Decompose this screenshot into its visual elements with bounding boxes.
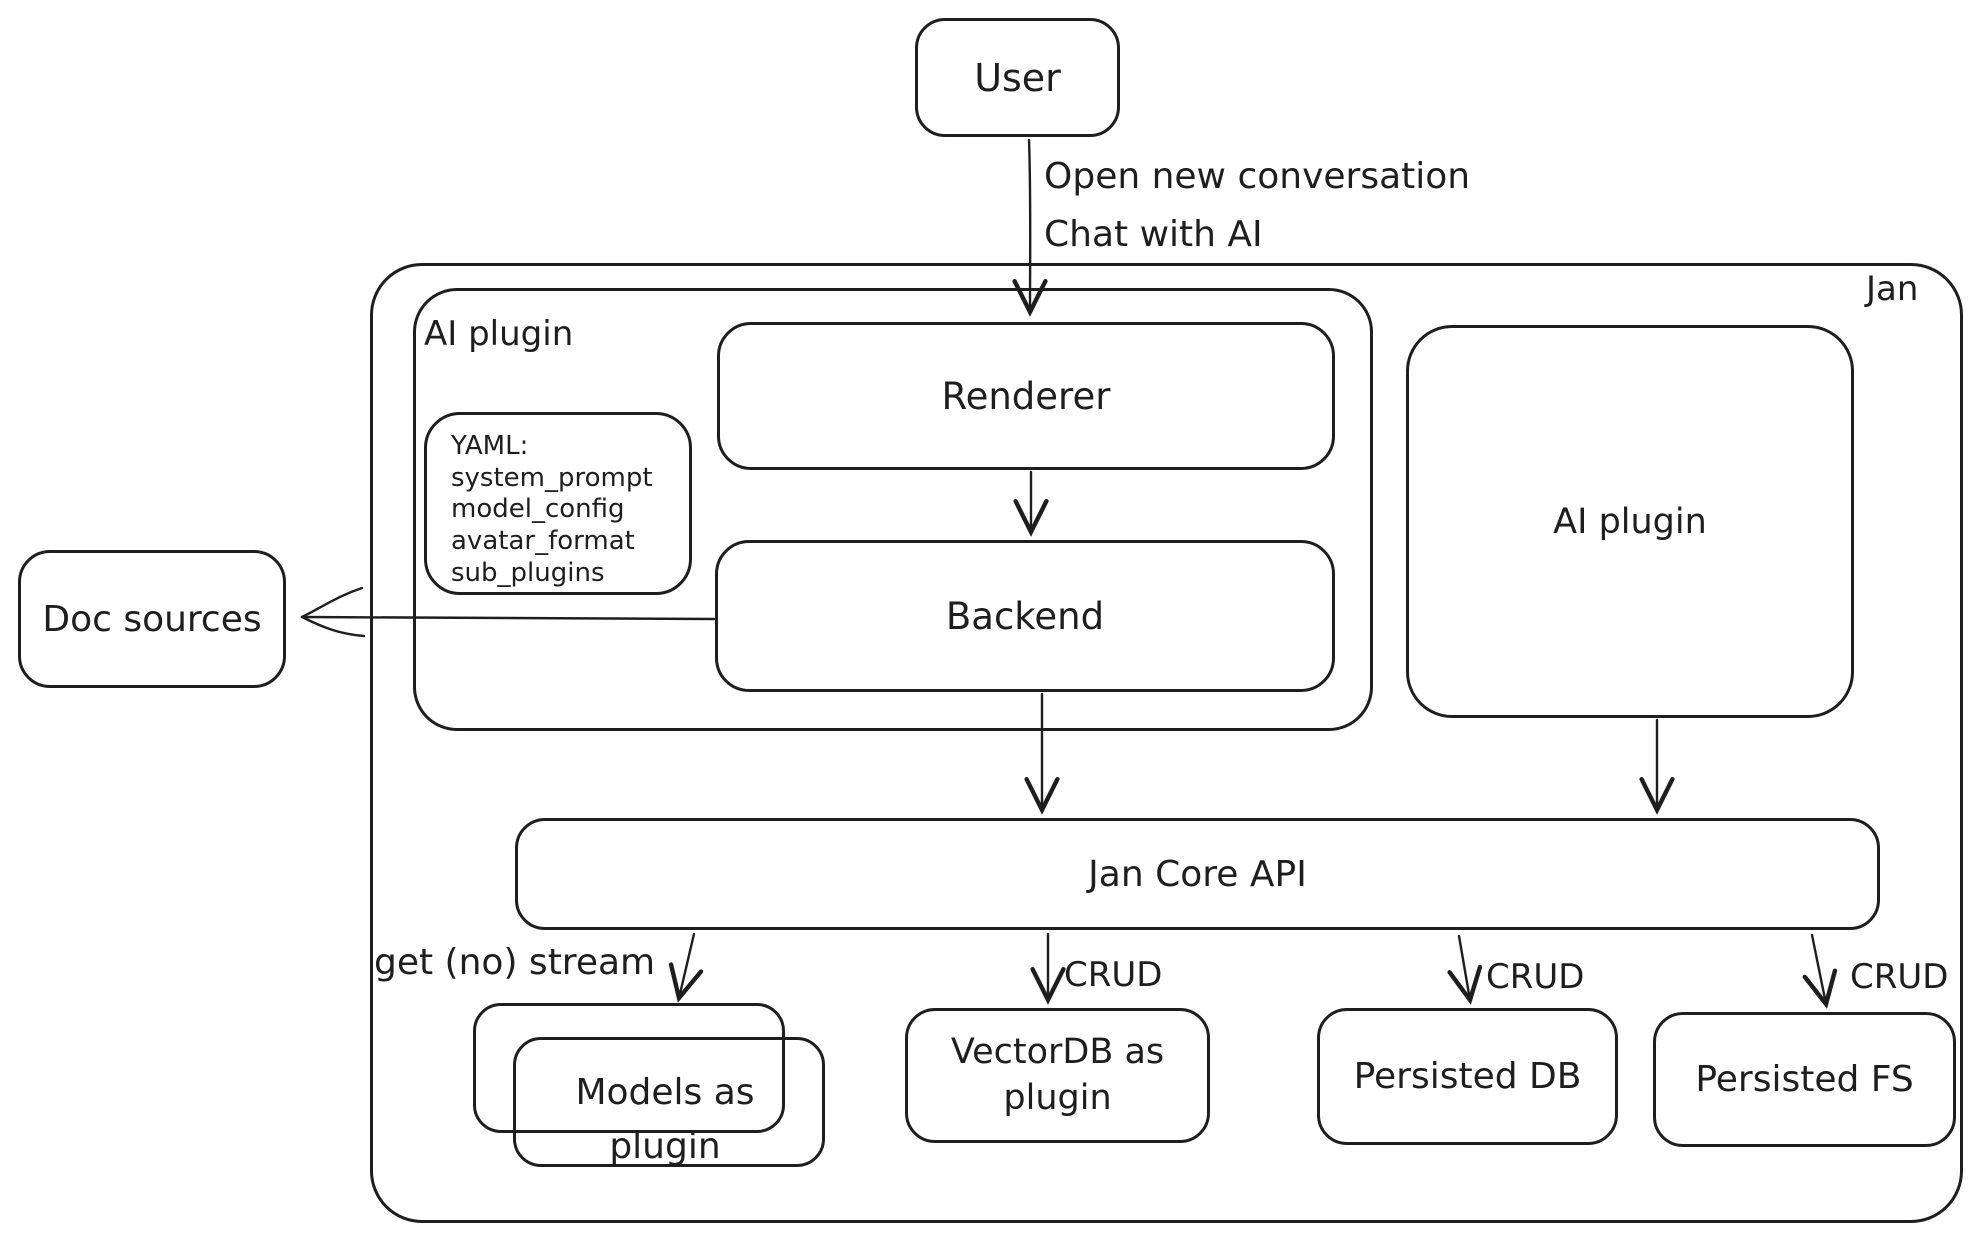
models-as-plugin-node-front — [513, 1037, 825, 1167]
backend-node: Backend — [715, 540, 1335, 692]
models-as-plugin-label: Models as plugin — [575, 1072, 755, 1167]
renderer-node: Renderer — [717, 322, 1335, 470]
yaml-note-line: sub_plugins — [451, 557, 605, 588]
ai-plugin-group-box — [413, 288, 1373, 731]
jan-core-api-node: Jan Core API — [515, 818, 1880, 930]
doc-sources-node-label: Doc sources — [42, 598, 262, 640]
yaml-note-line: YAML: — [451, 431, 529, 461]
persisted-db-node: Persisted DB — [1317, 1008, 1618, 1145]
renderer-node-label: Renderer — [941, 374, 1111, 418]
ai-plugin-right-node: AI plugin — [1406, 325, 1854, 718]
arrow-barb-lower — [300, 615, 366, 638]
yaml-note-line: system_prompt — [451, 462, 653, 493]
edge-label-crud-persisted-fs: CRUD — [1850, 957, 1949, 997]
persisted-fs-node: Persisted FS — [1653, 1012, 1956, 1147]
arrow-barb-upper — [300, 586, 364, 619]
jan-container-box — [370, 263, 1963, 1223]
yaml-note-text: YAML: system_prompt model_config avatar_… — [451, 431, 653, 590]
vectordb-as-plugin-label: VectorDB as plugin — [950, 1032, 1165, 1118]
jan-core-api-node-label: Jan Core API — [1088, 853, 1307, 895]
backend-node-label: Backend — [945, 594, 1105, 638]
user-node-label: User — [974, 55, 1061, 100]
edge-label-crud-persisted-db: CRUD — [1486, 957, 1585, 997]
ai-plugin-group-label: AI plugin — [424, 314, 574, 354]
jan-container-label: Jan — [1866, 269, 1919, 309]
user-node: User — [915, 18, 1120, 137]
edge-label-crud-vectordb: CRUD — [1064, 955, 1163, 995]
persisted-fs-node-label: Persisted FS — [1695, 1059, 1914, 1100]
vectordb-as-plugin-node: VectorDB as plugin — [905, 1008, 1210, 1143]
doc-sources-node: Doc sources — [18, 550, 286, 688]
models-as-plugin-node-back — [473, 1003, 785, 1133]
ai-plugin-right-node-label: AI plugin — [1553, 501, 1707, 542]
edge-label-get-no-stream: get (no) stream — [374, 942, 656, 983]
persisted-db-node-label: Persisted DB — [1353, 1056, 1582, 1097]
yaml-note-node: YAML: system_prompt model_config avatar_… — [424, 412, 692, 595]
yaml-note-line: model_config — [451, 494, 625, 525]
yaml-note-line: avatar_format — [451, 526, 635, 557]
edge-label-open-conversation: Open new conversation Chat with AI — [1044, 156, 1471, 255]
